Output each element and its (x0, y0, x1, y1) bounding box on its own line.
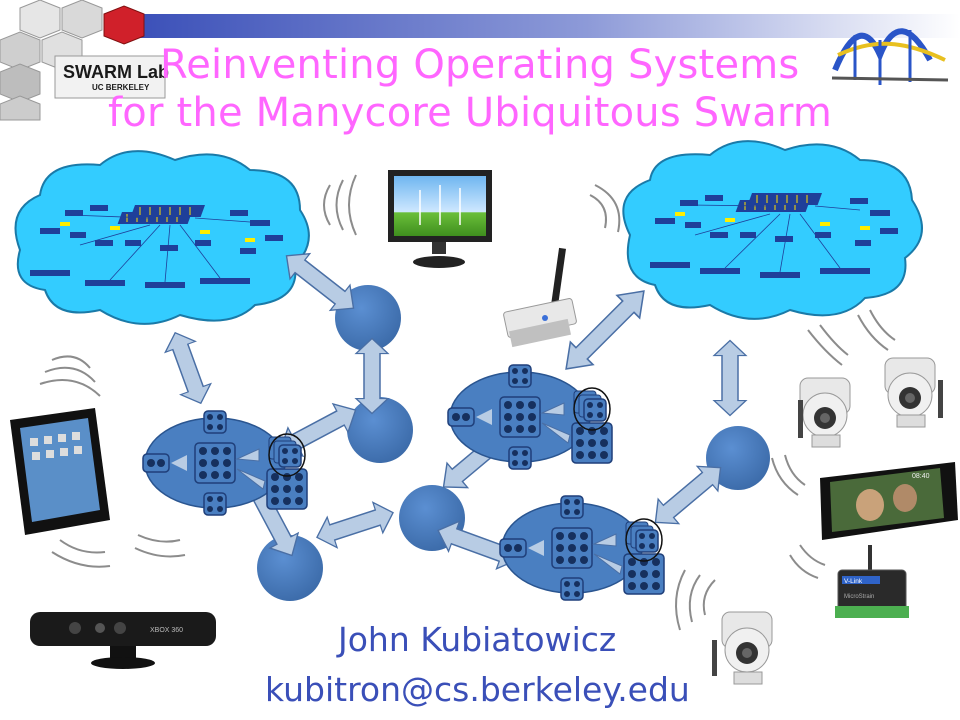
ip-camera-bottom (712, 611, 773, 685)
ip-camera-right (884, 357, 943, 428)
sensor-sub: MicroStrain (844, 594, 874, 600)
ip-camera-left (798, 377, 851, 448)
right-cloud (622, 140, 923, 320)
wireless-waves (39, 174, 896, 631)
left-cloud (14, 150, 310, 325)
slide-title-line-1: Reinventing Operating Systems (160, 42, 800, 88)
tablet-device (10, 408, 110, 535)
author-email[interactable]: kubitron@cs.berkeley.edu (265, 670, 690, 709)
manycore-cluster-left (143, 411, 307, 515)
phone-time: 08:40 (912, 473, 930, 480)
logo-name: SWARM Lab (63, 62, 169, 82)
network-nodes (257, 285, 770, 601)
author-name: John Kubiatowicz (338, 620, 617, 659)
top-bar (130, 14, 960, 38)
kinect-label: XBOX 360 (150, 627, 183, 634)
monitor-device (388, 170, 492, 268)
kinect-device: XBOX 360 (30, 612, 216, 669)
access-point-device (503, 247, 577, 348)
smartphone-device: 08:40 (820, 462, 958, 540)
swarm-lab-logo (0, 0, 166, 121)
m-bridge-logo (831, 28, 949, 85)
logo-subtitle: UC BERKELEY (92, 83, 150, 92)
sensor-device: V-Link MicroStrain (835, 545, 909, 618)
sensor-brand: V-Link (844, 578, 863, 585)
slide-title-line-2: for the Manycore Ubiquitous Swarm (108, 90, 833, 136)
manycore-cluster-bottom (500, 496, 664, 600)
